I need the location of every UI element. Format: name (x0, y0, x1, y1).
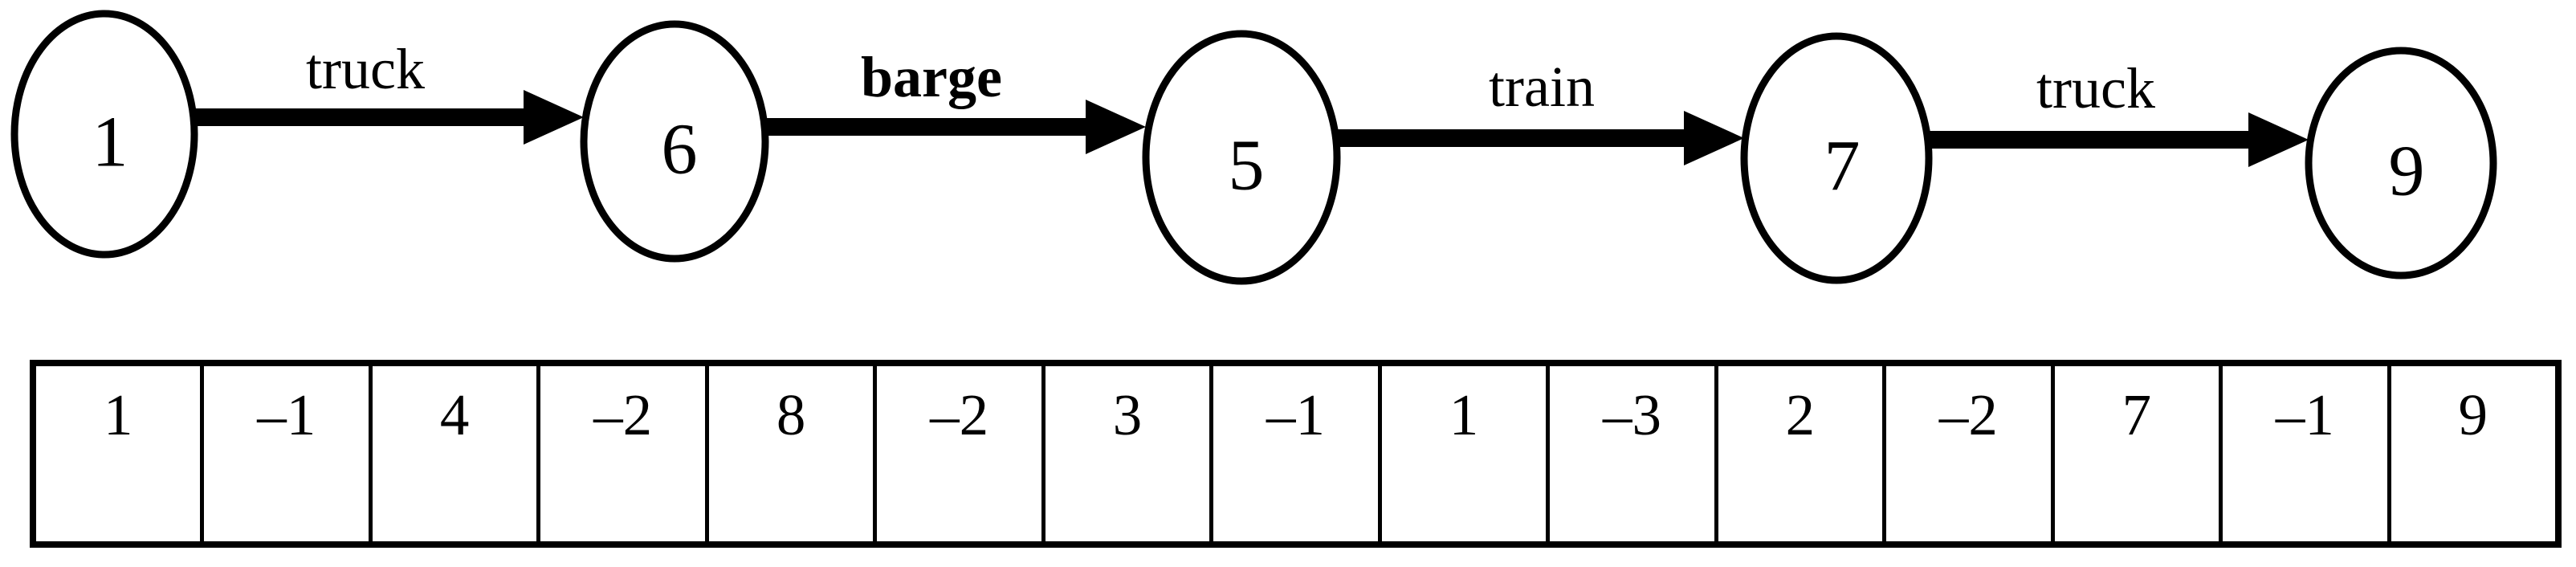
node-6-label: 6 (662, 110, 698, 190)
table-cell: –1 (2223, 366, 2391, 541)
node-1-ellipse (10, 10, 198, 259)
table-cell: –2 (540, 366, 709, 541)
table-cell: 2 (1718, 366, 1887, 541)
edge-barge-label: barge (861, 45, 1002, 109)
node-6-ellipse (580, 20, 769, 263)
node-5-label: 5 (1229, 126, 1265, 206)
table-cell: –2 (877, 366, 1045, 541)
node-9-ellipse (2305, 47, 2497, 279)
node-9-label: 9 (2389, 132, 2425, 211)
table-cell: 7 (2055, 366, 2223, 541)
node-5-ellipse (1142, 30, 1341, 285)
table-cell: 1 (1382, 366, 1551, 541)
table-cell: –1 (1213, 366, 1382, 541)
edge-truck-1-label: truck (306, 37, 425, 101)
table-cell: –1 (204, 366, 373, 541)
edge-train-arrowhead-icon (1684, 111, 1744, 165)
node-7-ellipse (1740, 32, 1933, 284)
table-cell: –2 (1886, 366, 2055, 541)
edge-truck-1-arrowhead-icon (524, 90, 584, 145)
edge-barge-arrowhead-icon (1086, 100, 1146, 154)
node-1-label: 1 (92, 103, 128, 182)
node-7-label: 7 (1824, 127, 1861, 206)
edge-train-label: train (1489, 55, 1595, 119)
transport-route-graph: truck barge train truck 1 6 5 7 9 (10, 10, 2497, 285)
table-cell: 3 (1045, 366, 1214, 541)
table-cell: 4 (373, 366, 541, 541)
edge-truck-2-label: truck (2036, 56, 2155, 120)
edge-truck-2-arrowhead-icon (2248, 112, 2309, 167)
table-cell: 9 (2458, 382, 2488, 447)
table-cell: –3 (1550, 366, 1718, 541)
table-cell: 1 (36, 366, 205, 541)
table-cell: 8 (709, 366, 878, 541)
value-strip-table: 1 –1 4 –2 8 –2 3 –1 1 –3 2 –2 7 –1 9 (30, 360, 2562, 548)
